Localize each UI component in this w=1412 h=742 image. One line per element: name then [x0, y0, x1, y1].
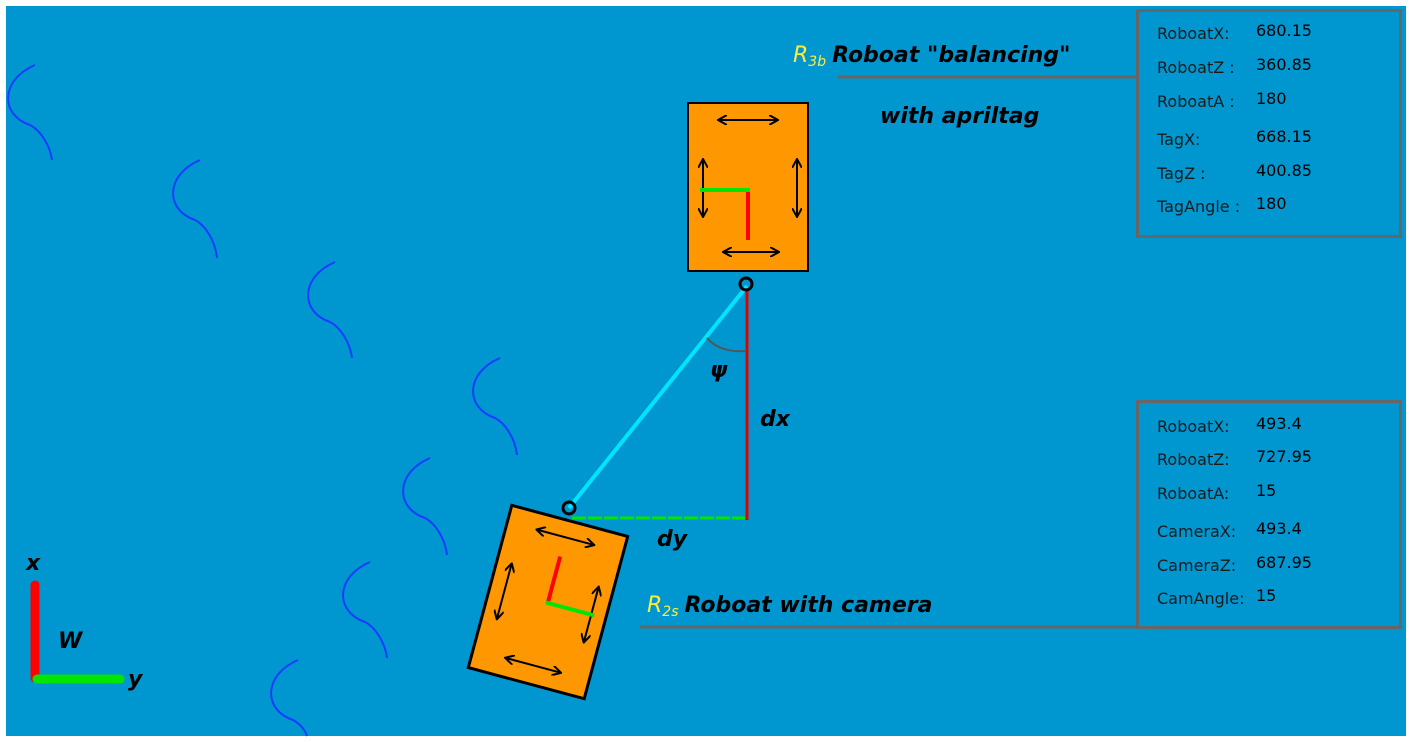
tag-z-field[interactable]: 400.85 — [1256, 161, 1312, 180]
field-label: TagX: — [1157, 129, 1201, 149]
world-frame-label: W — [58, 629, 84, 654]
psi-label: ψ — [710, 358, 728, 383]
roboat-x-field[interactable]: 680.15 — [1256, 21, 1312, 40]
top-title-text: Roboat "balancing" — [832, 43, 1070, 68]
field-label: RoboatZ: — [1157, 449, 1230, 469]
roboat-a-field[interactable]: 15 — [1256, 481, 1277, 500]
wave — [402, 457, 448, 556]
camera-z-field[interactable]: 687.95 — [1256, 553, 1312, 572]
world-y-label: y — [128, 667, 144, 692]
field-label: TagZ : — [1157, 163, 1206, 183]
panel-row: RoboatZ: — [1157, 447, 1230, 471]
dy-label: dy — [657, 527, 689, 552]
panel-row: TagZ : — [1157, 161, 1206, 185]
roboat-z-field[interactable]: 360.85 — [1256, 55, 1312, 74]
boat-r2s — [466, 503, 630, 701]
boat-r3b — [687, 102, 809, 272]
boat-y-axis — [545, 600, 595, 618]
bottom-title-text: Roboat with camera — [685, 593, 933, 618]
top-title: R3b Roboat "balancing" — [793, 43, 1071, 70]
wave — [342, 561, 388, 659]
robot-letter: R — [647, 593, 662, 618]
field-label: TagAngle : — [1157, 196, 1241, 216]
panel-row: CameraZ: — [1157, 553, 1236, 577]
bottom-title-subscript: 2s — [662, 604, 678, 620]
panel-row: RoboatX: — [1157, 414, 1230, 438]
bottom-title: R2s Roboat with camera — [647, 593, 932, 620]
robot-letter: R — [793, 43, 808, 68]
panel-row: CameraX: — [1157, 519, 1236, 543]
roboat-a-field[interactable]: 180 — [1256, 89, 1287, 108]
field-label: CamAngle: — [1157, 588, 1245, 608]
waves — [7, 64, 518, 737]
panel-row: CamAngle: — [1157, 586, 1244, 610]
info-panel-top: RoboatX: 680.15 RoboatZ : 360.85 RoboatA… — [1136, 9, 1402, 238]
camera-x-field[interactable]: 493.4 — [1256, 519, 1302, 538]
panel-row: RoboatA : — [1157, 89, 1235, 113]
tag-angle-field[interactable]: 180 — [1256, 194, 1287, 213]
panel-row: TagX: — [1157, 127, 1200, 151]
field-label: RoboatZ : — [1157, 57, 1235, 77]
field-label: CameraX: — [1157, 521, 1237, 541]
panel-row: RoboatX: — [1157, 21, 1230, 45]
field-label: RoboatX: — [1157, 23, 1230, 43]
wave — [472, 357, 518, 456]
wave — [172, 159, 218, 259]
wave — [7, 64, 53, 161]
dx-label: dx — [760, 407, 791, 432]
psi-arc — [706, 337, 747, 353]
link-line — [567, 284, 749, 510]
world-frame: x y W — [25, 551, 144, 692]
panel-row: RoboatZ : — [1157, 55, 1235, 79]
cam-angle-field[interactable]: 15 — [1256, 586, 1277, 605]
panel-row: RoboatA: — [1157, 481, 1229, 505]
top-title-subscript: 3b — [808, 54, 826, 70]
world-x-label: x — [25, 551, 41, 576]
wave — [270, 659, 308, 737]
boat-x-axis — [545, 556, 563, 604]
field-label: RoboatX: — [1157, 416, 1230, 436]
hitch-top — [738, 276, 754, 292]
hitch-bottom — [561, 500, 577, 516]
roboat-z-field[interactable]: 727.95 — [1256, 447, 1312, 466]
field-label: RoboatA : — [1157, 91, 1235, 111]
panel-row: TagAngle : — [1157, 194, 1240, 218]
roboat-x-field[interactable]: 493.4 — [1256, 414, 1302, 433]
field-label: RoboatA: — [1157, 483, 1230, 503]
info-panel-bottom: RoboatX: 493.4 RoboatZ: 727.95 RoboatA: … — [1136, 400, 1402, 629]
wave — [307, 261, 353, 359]
top-title-line2: with apriltag — [880, 104, 1039, 129]
tag-x-field[interactable]: 668.15 — [1256, 127, 1312, 146]
field-label: CameraZ: — [1157, 555, 1237, 575]
